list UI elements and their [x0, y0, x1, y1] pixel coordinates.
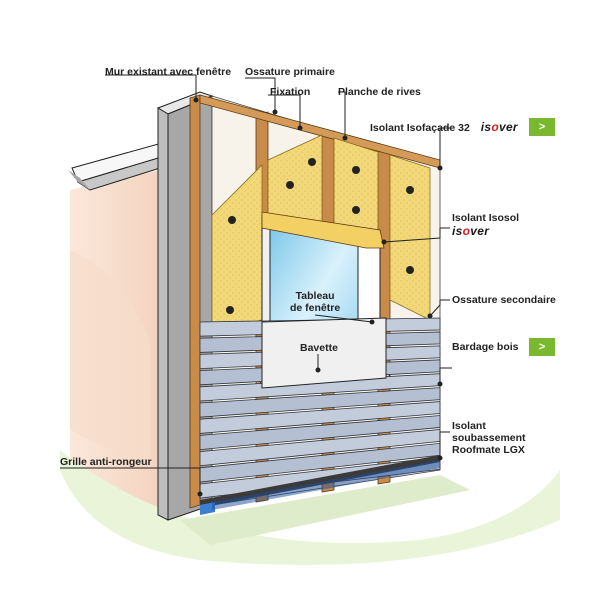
wood-cladding [199, 317, 441, 499]
cladding-board [199, 415, 441, 451]
bardage-link[interactable]: Bardage bois > [452, 338, 555, 356]
label-mur-existant: Mur existant avec fenêtre [105, 66, 232, 78]
cladding-board [199, 387, 441, 418]
label-isolant-isosol: Isolant Isosol [452, 212, 520, 224]
chevron-right-icon[interactable]: > [529, 338, 555, 356]
isofacade-link[interactable]: Isolant Isofaçade 32 isover > [370, 118, 555, 136]
isover-logo: isover [480, 120, 518, 134]
base-detail [200, 455, 440, 515]
label-isolant-isofacade: Isolant Isofaçade 32 [370, 122, 470, 134]
label-bavette: Bavette [300, 342, 338, 354]
window-lower-opening [261, 317, 387, 389]
label-planche-de-rives: Planche de rives [338, 86, 421, 98]
label-fixation: Fixation [270, 86, 311, 98]
label-tableau-de-fenetre: Tableau de fenêtre [290, 290, 341, 314]
leader-lines [60, 74, 452, 497]
label-bardage-bois: Bardage bois [452, 341, 519, 353]
chevron-right-icon[interactable]: > [529, 118, 555, 136]
label-ossature-secondaire: Ossature secondaire [452, 294, 556, 306]
label-ossature-primaire: Ossature primaire [245, 66, 335, 78]
background-wall [70, 170, 160, 520]
label-isolant-soubassement: Isolant soubassement Roofmate LGX [452, 420, 526, 456]
cladding-board [199, 401, 441, 434]
ground [60, 450, 560, 565]
isover-logo-isosol: isover [452, 224, 490, 238]
label-grille-anti-rongeur: Grille anti-rongeur [60, 456, 152, 468]
